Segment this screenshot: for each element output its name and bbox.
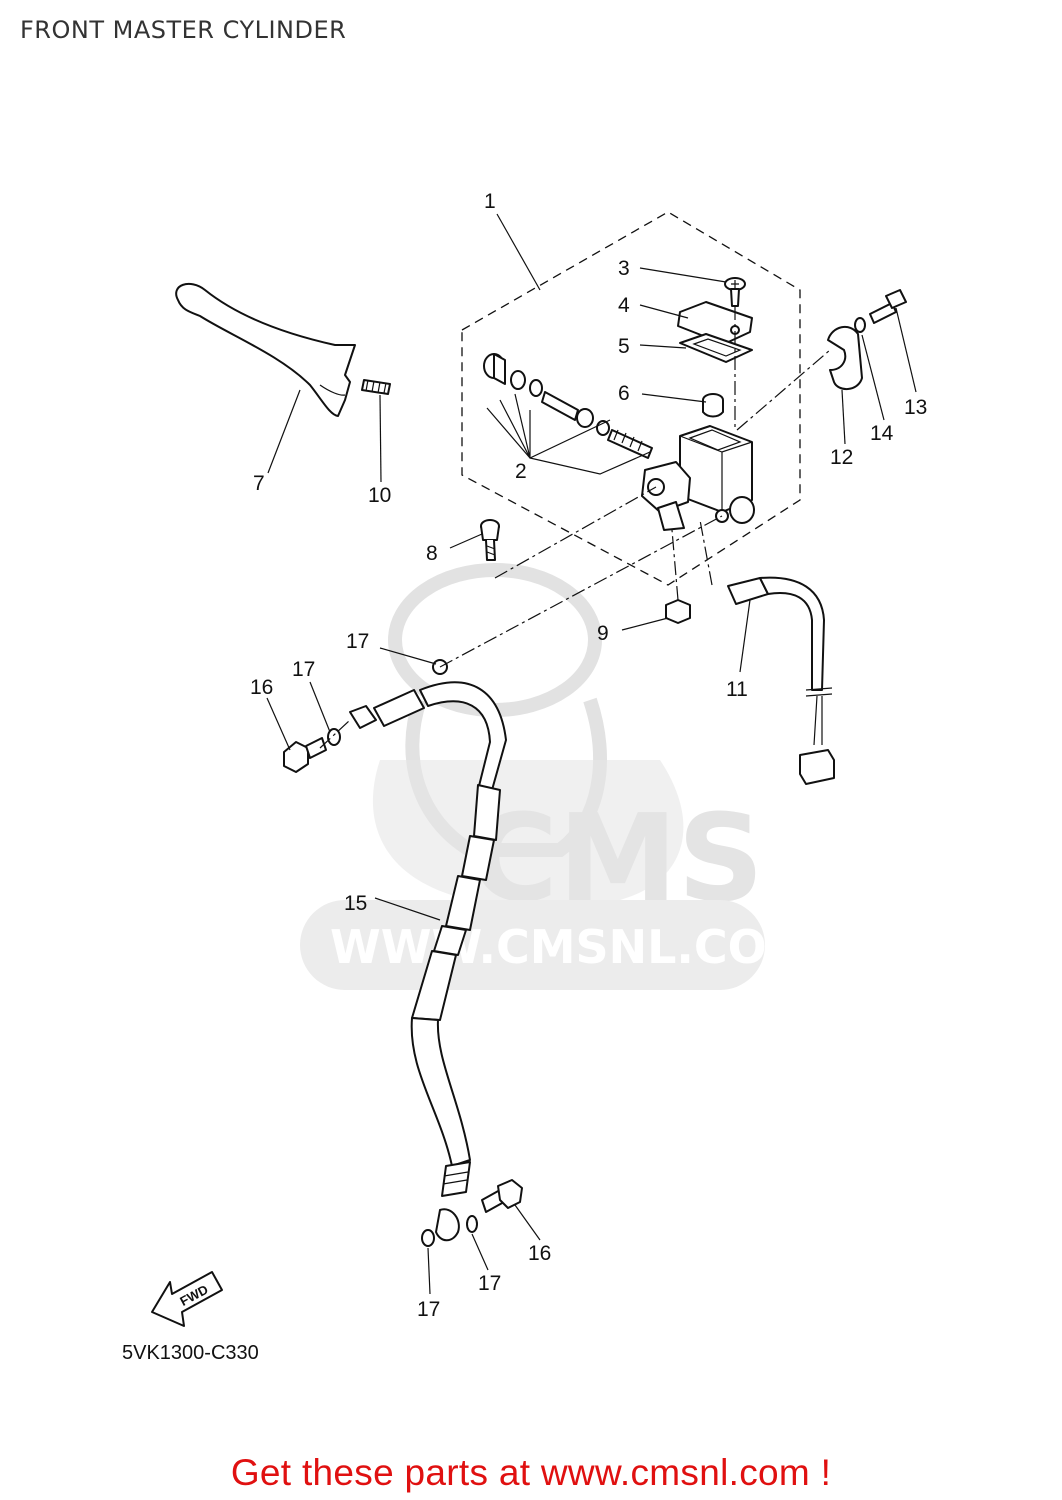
callout-6: 6: [618, 382, 630, 405]
callout-9: 9: [597, 622, 609, 645]
cap-screw: [724, 277, 746, 307]
pivot-nut: [665, 599, 691, 624]
construction-lines: [319, 306, 831, 749]
cms-watermark: CMS WWW.CMSNL.COM: [300, 563, 813, 990]
brake-lever: [175, 282, 356, 417]
callout-17-lower-a: 17: [478, 1272, 501, 1295]
lever-spring: [361, 379, 391, 395]
handlebar-clamp: [827, 325, 863, 390]
callout-7: 7: [253, 472, 265, 495]
washer-upper-a: [327, 728, 341, 746]
callout-16-lower: 16: [528, 1242, 551, 1265]
reservoir-plug: [702, 393, 724, 418]
clamp-bolt: [869, 289, 907, 324]
callout-5: 5: [618, 335, 630, 358]
brake-hose: [349, 681, 507, 1242]
callout-1: 1: [484, 190, 496, 213]
callout-4: 4: [618, 294, 630, 317]
banjo-bolt-lower: [481, 1179, 523, 1213]
callout-13: 13: [904, 396, 927, 419]
washer-lower-a: [421, 1229, 435, 1247]
banjo-bolt-upper: [283, 737, 327, 773]
parts-diagram: CMS WWW.CMSNL.COM: [151, 190, 927, 1327]
page-title: FRONT MASTER CYLINDER: [20, 16, 347, 44]
pivot-bolt: [480, 519, 500, 561]
diagram-reference-code: 5VK1300-C330: [122, 1342, 259, 1364]
leader-lines: [266, 213, 917, 1295]
assembly-boundary: [461, 211, 801, 586]
footer-cta-link[interactable]: Get these parts at www.cmsnl.com !: [230, 1452, 832, 1493]
brake-switch: [727, 576, 835, 785]
callout-17-upper-b: 17: [346, 630, 369, 653]
callout-8: 8: [426, 542, 438, 565]
callout-16-upper: 16: [250, 676, 273, 699]
callout-12: 12: [830, 446, 853, 469]
callout-17-upper-a: 17: [292, 658, 315, 681]
clamp-washer: [854, 317, 866, 333]
callout-3: 3: [618, 257, 630, 280]
callout-2: 2: [515, 460, 527, 483]
callout-17-lower-b: 17: [417, 1298, 440, 1321]
fwd-arrow: FWD: [151, 1271, 223, 1327]
callout-labels: 1 2 3 4 5 6 7 8 9 10 11 12 13 14 15 16 1…: [250, 190, 927, 1321]
master-cylinder-body: [641, 425, 755, 531]
piston-kit: [483, 353, 653, 459]
callout-15: 15: [344, 892, 367, 915]
diaphragm: [679, 333, 753, 363]
watermark-url: WWW.CMSNL.COM: [330, 920, 813, 974]
callout-14: 14: [870, 422, 894, 445]
washer-lower-b: [466, 1215, 478, 1233]
callout-10: 10: [368, 484, 391, 507]
callout-11: 11: [726, 678, 748, 701]
